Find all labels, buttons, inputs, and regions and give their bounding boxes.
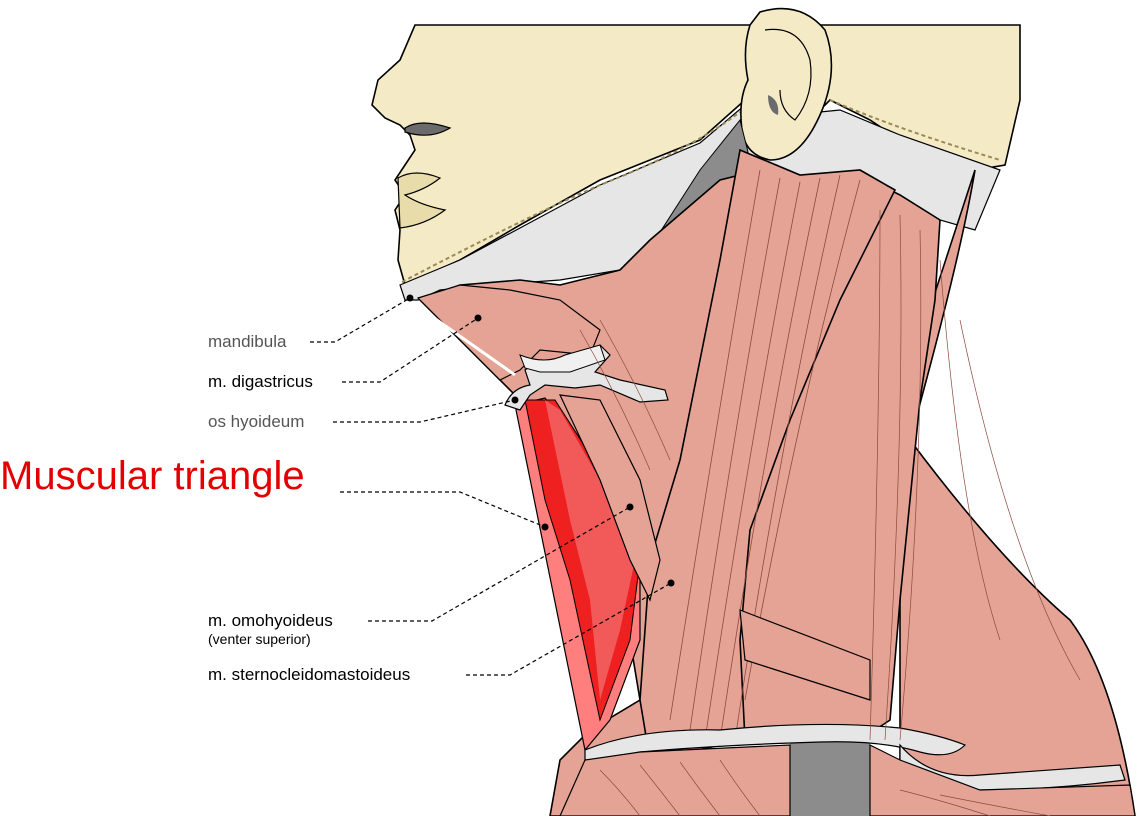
hyoid-upper: [519, 344, 606, 373]
jaw-line: [401, 111, 741, 283]
chest: [559, 744, 791, 816]
scm-fibers: [669, 169, 861, 741]
leader-omohyoideus: [368, 506, 631, 622]
leader-dots: [406, 294, 675, 587]
label-mandibula: mandibula: [208, 332, 287, 351]
leader-triangle: [340, 491, 546, 528]
chest-right: [869, 744, 1136, 816]
scalene-muscles: [739, 609, 871, 701]
ear: [740, 7, 833, 161]
label-sternocleidomastoideus: m. sternocleidomastoideus: [208, 665, 411, 684]
leader-digastricus: [342, 317, 479, 383]
nostril: [404, 122, 452, 136]
label-digastricus: m. digastricus: [208, 372, 313, 391]
ear-inner: [764, 28, 812, 121]
ear-canal: [768, 95, 779, 115]
digastricus-muscle: [416, 284, 601, 381]
deep-gap-lower: [790, 740, 870, 816]
label-omohyoideus: m. omohyoideus: [208, 611, 333, 630]
omohyoideus-muscle: [558, 394, 661, 602]
skull-line: [829, 99, 1001, 161]
label-hyoideum: os hyoideum: [208, 412, 305, 431]
leader-scm: [466, 582, 672, 676]
leader-mandibula: [310, 297, 411, 343]
muscle-fibers: [579, 209, 1081, 816]
diagram-title: Muscular triangle: [0, 454, 305, 498]
neck-back: [899, 169, 1136, 816]
leader-lines: [310, 297, 672, 676]
label-omohyoideus-sub: (venter superior): [208, 631, 311, 647]
digastricus-tendon: [419, 306, 516, 377]
muscular-triangle-inner: [545, 400, 635, 700]
leader-hyoideum: [333, 399, 516, 423]
lips: [397, 172, 447, 229]
